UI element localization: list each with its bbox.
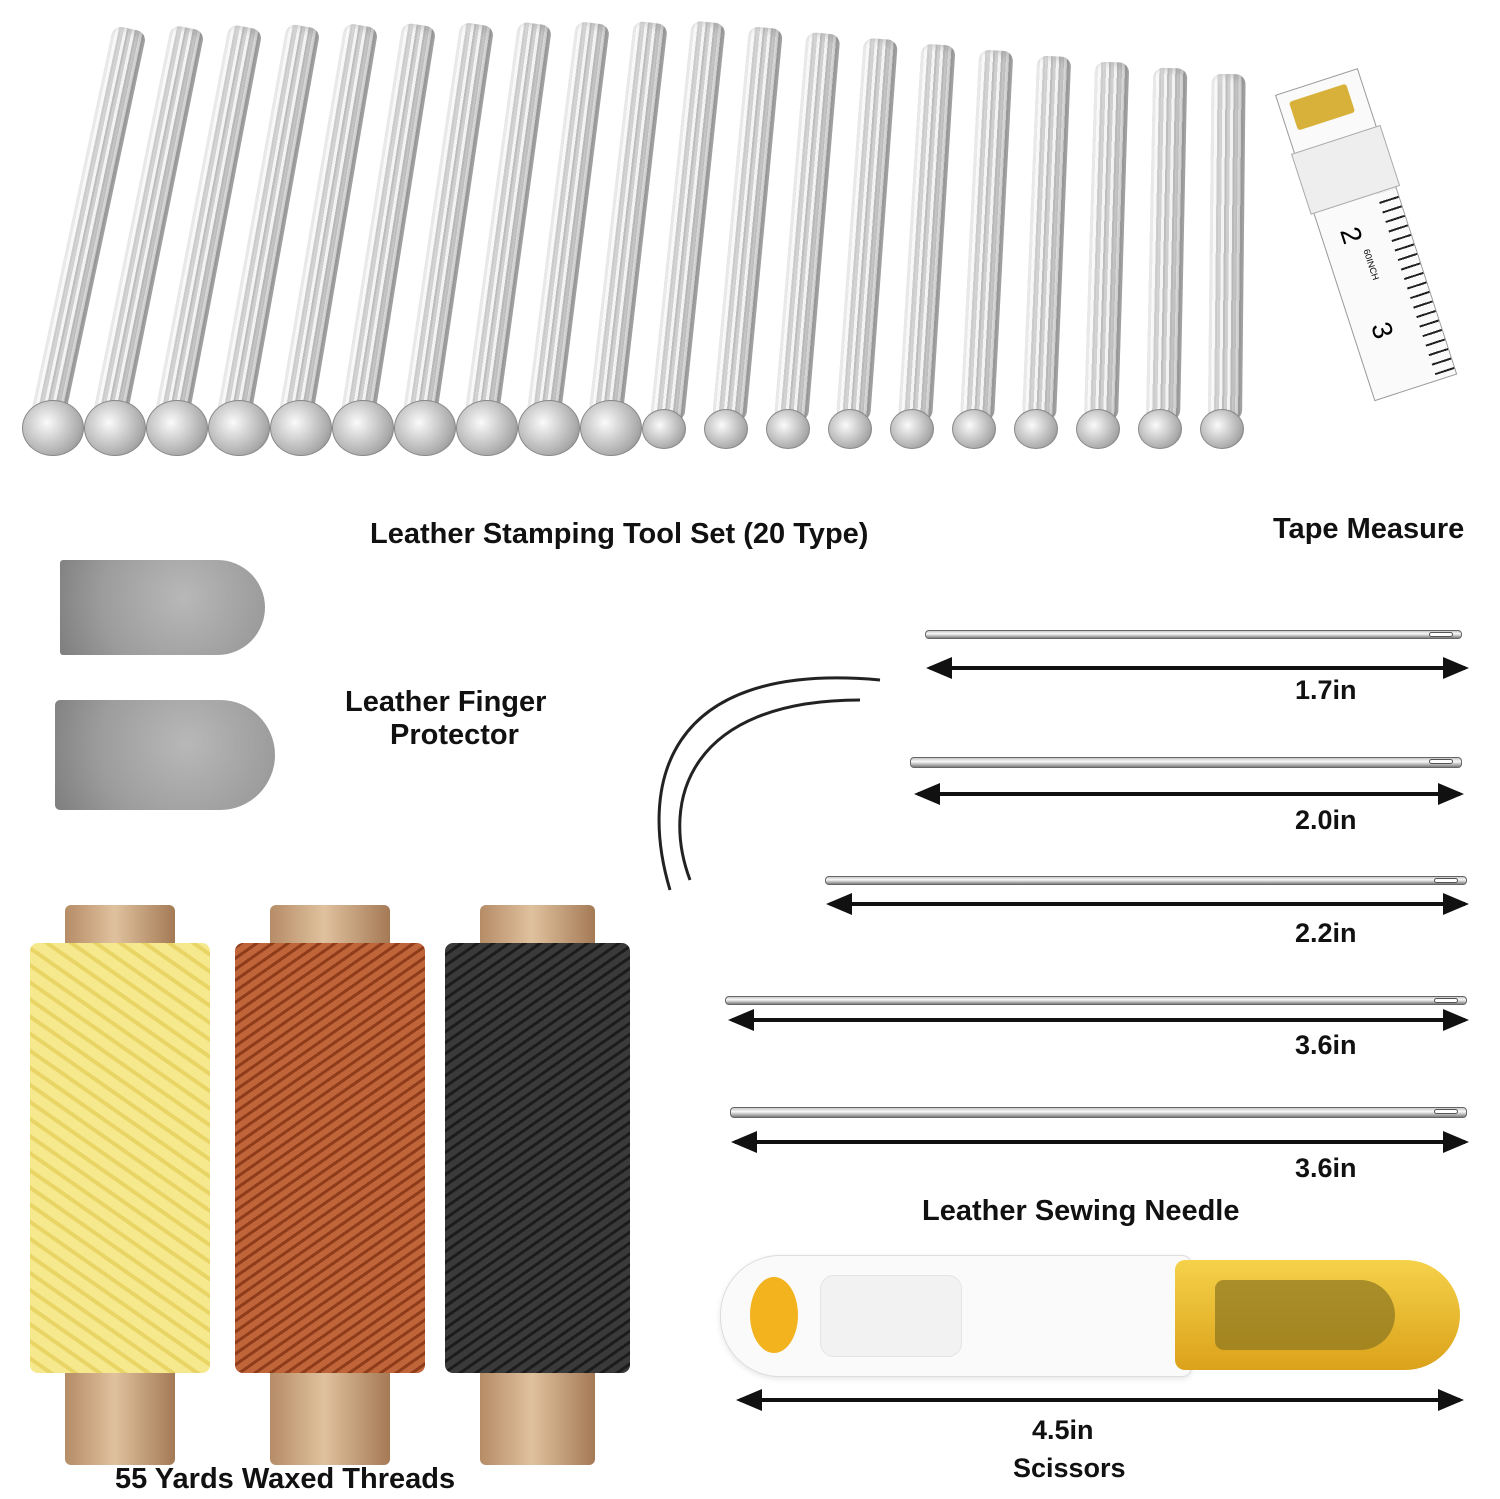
thread-yellow (30, 943, 210, 1373)
stamping-tool (1022, 55, 1072, 421)
needle-4-size: 3.6in (1295, 1030, 1357, 1060)
needle-2-size: 2.0in (1295, 805, 1357, 835)
stamping-tool (774, 31, 841, 422)
scissors-arrow (736, 1389, 1464, 1411)
needle-5-size: 3.6in (1295, 1153, 1357, 1183)
stamping-tool-head (22, 400, 84, 456)
stamping-tool (1084, 61, 1130, 421)
needle-4-arrow (728, 1009, 1469, 1031)
stamping-tool (650, 20, 726, 422)
needle-eye (1434, 1109, 1458, 1114)
tape-mark-inch: 60INCH (1361, 247, 1381, 282)
tape-strip: 2 60INCH 3 (1275, 68, 1458, 402)
tape-mark-3: 3 (1365, 318, 1400, 343)
needle-2-arrow (914, 783, 1464, 805)
stamping-tool-head (518, 400, 580, 456)
stamping-tool-head (208, 400, 270, 456)
finger-protector-label-1: Leather Finger (345, 686, 547, 718)
needle-1-arrow (926, 657, 1469, 679)
tape-measure-label: Tape Measure (1273, 513, 1465, 545)
stamping-tool-head (828, 409, 872, 449)
stamping-tool-head (1138, 409, 1182, 449)
stamping-tool-head (580, 400, 642, 456)
needle-eye (1429, 759, 1453, 764)
scissors-grip (820, 1275, 962, 1357)
stamping-tool-head (642, 409, 686, 449)
tape-ticks (1376, 188, 1455, 376)
needle-5 (730, 1107, 1467, 1118)
needle-3-size: 2.2in (1295, 918, 1357, 948)
tape-mark-2: 2 (1334, 223, 1369, 248)
thread-spool-yellow (30, 905, 210, 1465)
scissors-dot (750, 1277, 798, 1353)
needle-1-size: 1.7in (1295, 675, 1357, 705)
needle-2 (910, 757, 1462, 768)
needle-eye (1429, 632, 1453, 637)
tape-measure: 2 60INCH 3 (1235, 68, 1465, 425)
thread-spool-brown (235, 905, 425, 1465)
needle-5-arrow (731, 1131, 1469, 1153)
needles-label: Leather Sewing Needle (922, 1195, 1240, 1227)
thread-brown (235, 943, 425, 1373)
stamping-tool-head (890, 409, 934, 449)
stamping-tool (836, 37, 898, 422)
tape-clip (1288, 83, 1356, 131)
stamping-tool-head (1200, 409, 1244, 449)
needle-4 (725, 996, 1467, 1005)
stamping-tool-set-label: Leather Stamping Tool Set (20 Type) (370, 518, 869, 550)
stamping-tool-head (1014, 409, 1058, 449)
needle-eye (1434, 998, 1458, 1003)
stamping-tool-head (1076, 409, 1120, 449)
thread-spool-black (445, 905, 630, 1465)
stamping-tool (898, 43, 956, 422)
stamping-tool-head (704, 409, 748, 449)
threads-label: 55 Yards Waxed Threads (115, 1463, 456, 1495)
needle-3 (825, 876, 1467, 885)
stamping-tool (712, 26, 784, 422)
finger-protector-bottom (55, 700, 275, 810)
curved-needles (657, 676, 881, 891)
thread-scissors (720, 1255, 1460, 1377)
needle-eye (1434, 878, 1458, 883)
needle-3-arrow (826, 893, 1469, 915)
needle-1 (925, 630, 1462, 639)
scissors-blade (1215, 1280, 1395, 1350)
stamping-tool-head (394, 400, 456, 456)
thread-black (445, 943, 630, 1373)
stamping-tool-head (146, 400, 208, 456)
scissors-label: Scissors (1013, 1453, 1126, 1483)
stamping-tool-set (0, 0, 1360, 505)
stamping-tool-head (332, 400, 394, 456)
stamping-tool-head (952, 409, 996, 449)
stamping-tool-head (766, 409, 810, 449)
stamping-tool (1146, 67, 1188, 421)
stamping-tool-head (84, 400, 146, 456)
finger-protector-top (60, 560, 265, 655)
stamping-tool (960, 49, 1014, 421)
stamping-tool-head (456, 400, 518, 456)
stamping-tool-head (270, 400, 332, 456)
finger-protector-label-2: Protector (390, 719, 519, 751)
scissors-size: 4.5in (1032, 1415, 1094, 1445)
